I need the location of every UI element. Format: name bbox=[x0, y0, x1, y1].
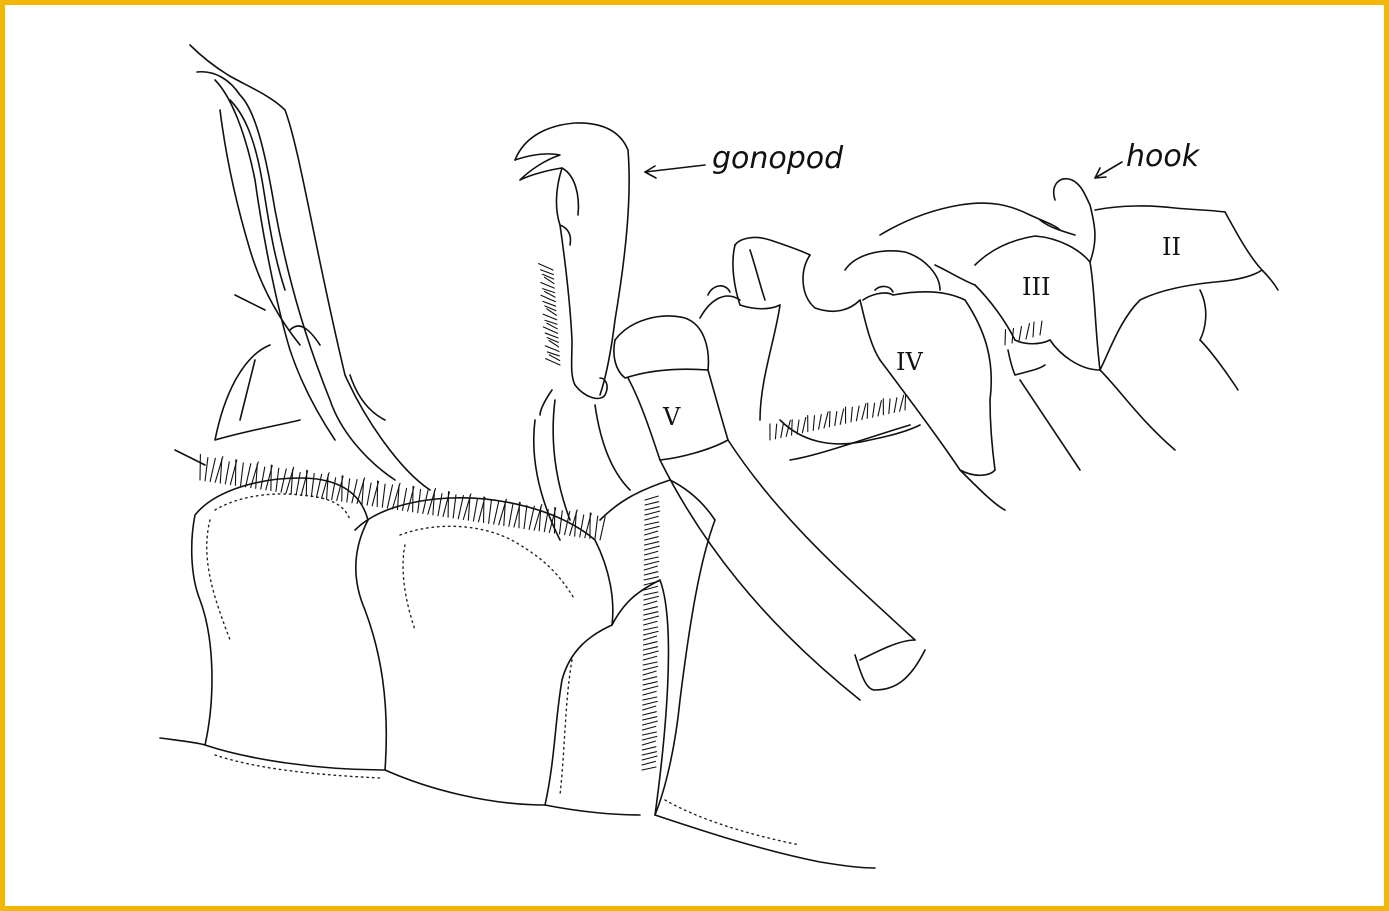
segment-label-iii: III bbox=[1022, 273, 1050, 301]
gonopod bbox=[515, 123, 630, 540]
body-segments-right bbox=[733, 179, 1278, 510]
left-appendage bbox=[175, 45, 430, 490]
gonopod-arrow bbox=[645, 165, 705, 178]
hook-arrow bbox=[1095, 162, 1122, 178]
leg-segment-v bbox=[614, 286, 925, 700]
segment-label-v: V bbox=[662, 403, 681, 431]
hook-label: hook bbox=[1126, 139, 1201, 174]
gonopod-label: gonopod bbox=[712, 141, 844, 176]
segment-label-iv: IV bbox=[896, 348, 923, 376]
segment-label-ii: II bbox=[1162, 233, 1181, 261]
coxal-plates bbox=[160, 454, 875, 868]
